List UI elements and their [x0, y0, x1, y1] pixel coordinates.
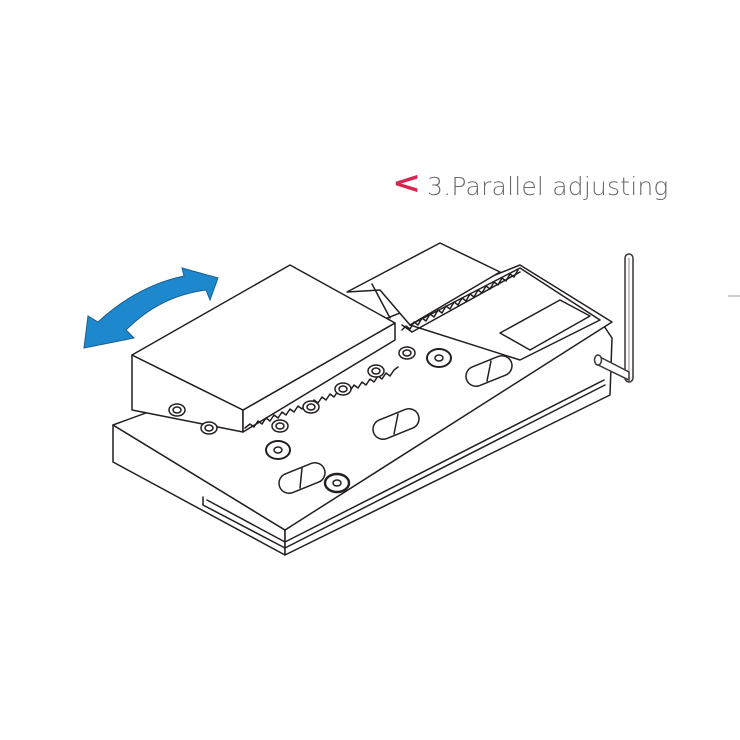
fixed-jaw: [346, 242, 601, 361]
chevron-left-icon: <: [392, 166, 422, 201]
slots: [278, 355, 513, 494]
mounting-holes: [168, 346, 452, 494]
edge-dash: [728, 295, 740, 297]
caption: < 3.Parallel adjusting: [392, 166, 669, 204]
caption-title: 3.Parallel adjusting: [427, 171, 669, 201]
movable-jaw: [131, 264, 519, 433]
hex-key-icon: [593, 253, 634, 383]
curved-double-arrow-icon: [83, 267, 219, 349]
